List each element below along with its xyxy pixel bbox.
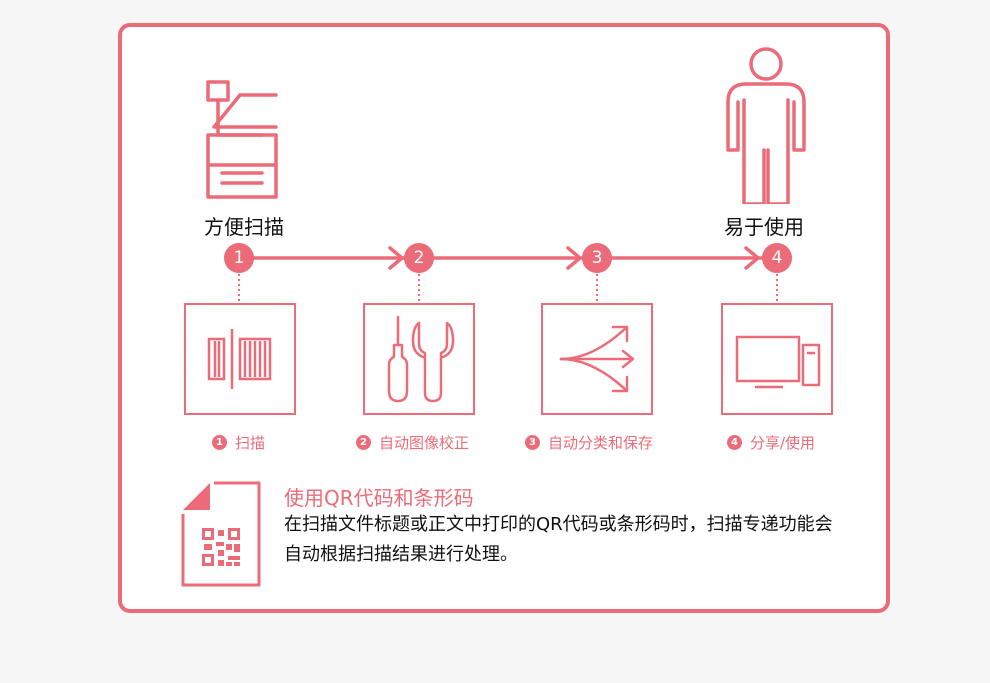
step-label-4: 4 分享/使用 <box>727 432 815 453</box>
copier-icon <box>206 80 278 199</box>
dotted-connectors <box>238 274 778 302</box>
tools-icon <box>387 315 455 403</box>
step-label-1: 1 扫描 <box>212 432 265 453</box>
step-number-2: 2 <box>404 243 434 273</box>
qr-section-description: 在扫描文件标题或正文中打印的QR代码或条形码时，扫描专递功能会自动根据扫描结果进… <box>284 514 833 565</box>
step-number-1: 1 <box>224 243 254 273</box>
person-icon <box>726 47 806 204</box>
step-bullet-2: 2 <box>356 435 371 450</box>
barcode-icon <box>207 329 272 389</box>
computer-icon <box>735 335 821 389</box>
step-text-3: 自动分类和保存 <box>548 434 654 452</box>
step-bullet-1: 1 <box>212 435 227 450</box>
step-tile-3 <box>541 303 653 415</box>
step-bullet-4: 4 <box>727 435 742 450</box>
left-caption: 方便扫描 <box>204 215 284 239</box>
step-tile-1 <box>184 303 296 415</box>
flow-arrow-line <box>238 246 772 270</box>
step-label-3: 3 自动分类和保存 <box>525 432 653 453</box>
step-number-3: 3 <box>582 243 612 273</box>
step-tile-2 <box>363 303 475 415</box>
right-caption: 易于使用 <box>724 215 804 239</box>
step-text-2: 自动图像校正 <box>379 434 470 452</box>
qr-document-icon <box>181 481 261 587</box>
step-text-1: 扫描 <box>235 434 266 452</box>
step-tile-4 <box>721 303 833 415</box>
step-label-2: 2 自动图像校正 <box>356 432 469 453</box>
step-number-4: 4 <box>762 243 792 273</box>
qr-section-title: 使用QR代码和条形码 <box>284 486 474 510</box>
step-text-4: 分享/使用 <box>750 434 816 452</box>
split-arrows-icon <box>559 325 635 393</box>
step-bullet-3: 3 <box>525 435 540 450</box>
